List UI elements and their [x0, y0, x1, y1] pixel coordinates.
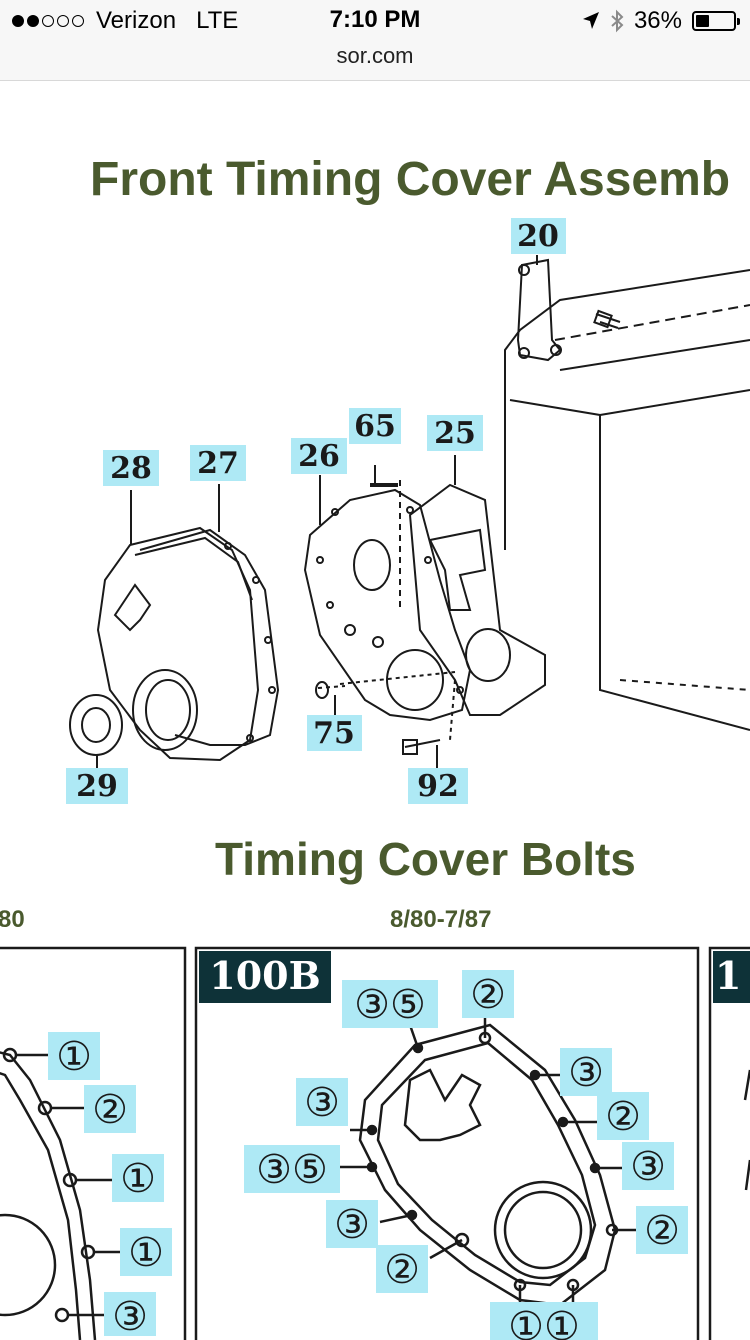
part-label-75: 75	[313, 716, 355, 751]
status-bar: Verizon LTE 7:10 PM 36% sor.com	[0, 0, 750, 81]
left-date-range: 80	[0, 906, 25, 933]
network-type: LTE	[196, 7, 239, 34]
part-label-20: 20	[517, 219, 559, 254]
bolts-section-title: Timing Cover Bolts	[215, 833, 636, 885]
part-27-shape	[139, 528, 280, 746]
callout-left-bolt-1-low: ①	[128, 1230, 164, 1276]
part-label-28: 28	[110, 451, 152, 486]
right-panel-code: 1	[715, 953, 741, 998]
page-title: Front Timing Cover Assemb	[90, 153, 731, 206]
battery-percent: 36%	[633, 7, 682, 34]
bluetooth-icon	[611, 9, 624, 33]
callout-left-bolt-1-mid: ①	[120, 1156, 156, 1202]
carrier-info: Verizon LTE	[12, 7, 238, 35]
callout-bolt-3-lower-left: ③	[334, 1202, 370, 1248]
carrier-name: Verizon	[96, 7, 177, 34]
part-label-29: 29	[76, 769, 118, 804]
callout-left-bolt-3: ③	[112, 1294, 148, 1340]
callout-left-bolt-1-top: ①	[56, 1034, 92, 1080]
mid-cover-cutout	[403, 1068, 482, 1142]
part-label-26: 26	[298, 439, 340, 474]
part-25-shape	[408, 483, 546, 716]
mid-date-range: 8/80-7/87	[390, 906, 492, 933]
signal-strength-icon	[12, 15, 84, 27]
callout-bolt-2-right: ②	[605, 1094, 641, 1140]
timing-cover-diagram: 20 65 25 28 27 26 75 29 92	[66, 218, 750, 804]
left-bolt-panel	[0, 946, 187, 1340]
mid-bolt-panel	[194, 946, 700, 1340]
callout-bolt-1-bottom: ①①	[508, 1304, 580, 1340]
part-label-92: 92	[417, 769, 459, 804]
callout-bolt-3-right: ③	[630, 1144, 666, 1190]
part-label-27: 27	[197, 446, 239, 481]
callout-bolt-2-lower-right: ②	[644, 1208, 680, 1254]
callout-bolt-2-bottom-left: ②	[384, 1247, 420, 1293]
battery-icon	[692, 11, 740, 31]
right-bolt-panel	[708, 946, 750, 1340]
location-arrow-icon	[582, 12, 599, 29]
callout-bolt-3-upper-right: ③	[568, 1050, 604, 1096]
callout-bolt-3-upper-left: ③	[304, 1080, 340, 1126]
callout-bolt-3-5-top: ③⑤	[354, 982, 426, 1028]
url-display[interactable]: sor.com	[336, 43, 414, 68]
part-29-shape	[69, 694, 123, 756]
callout-bolt-2-top: ②	[470, 972, 506, 1018]
part-28-shape	[96, 526, 260, 762]
callout-left-bolt-2: ②	[92, 1087, 128, 1133]
status-icons: 36%	[582, 7, 740, 35]
callout-bolt-3-5-left: ③⑤	[256, 1147, 328, 1193]
bolt-diagrams: 100B 1 ③⑤	[0, 946, 750, 1340]
part-label-65: 65	[354, 409, 396, 444]
panel-code: 100B	[209, 953, 320, 998]
engine-block-outline	[504, 269, 750, 550]
part-label-25: 25	[434, 416, 476, 451]
clock: 7:10 PM	[329, 6, 421, 33]
